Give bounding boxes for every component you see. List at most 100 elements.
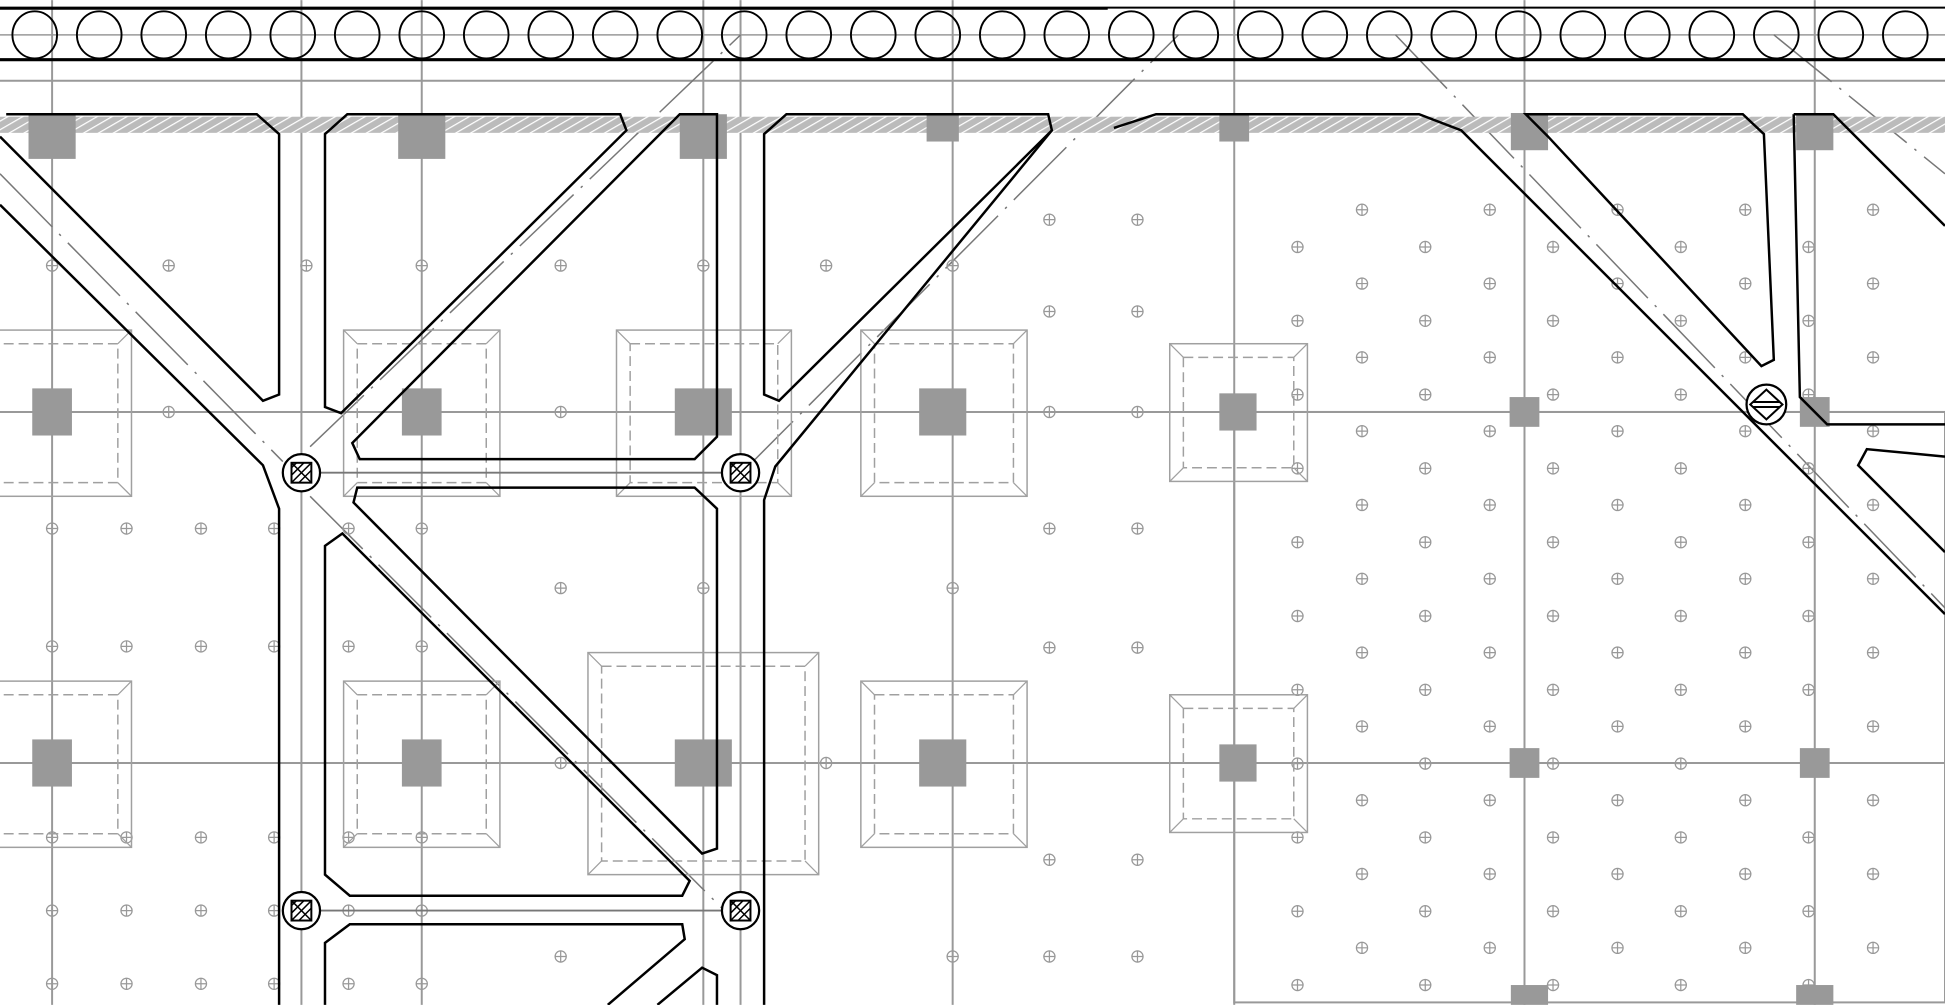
pile-marker-icon xyxy=(1483,646,1496,659)
column xyxy=(1219,393,1257,431)
pile-marker-icon xyxy=(1611,720,1624,733)
pile-marker-icon xyxy=(1802,609,1815,623)
pile-marker-icon xyxy=(1355,351,1369,364)
pile-marker-icon xyxy=(1043,405,1056,419)
pile-marker-icon xyxy=(1611,572,1624,585)
footing-inner xyxy=(873,694,1015,835)
pile-marker-icon xyxy=(1483,720,1496,733)
pile-marker-icon xyxy=(1611,867,1624,881)
wall-outline xyxy=(323,113,628,415)
pile-marker-icon xyxy=(1611,941,1624,955)
wall-outline xyxy=(0,113,281,403)
pile-marker-icon xyxy=(1611,498,1624,512)
pile-marker-icon xyxy=(1419,978,1432,992)
pile-marker-icon xyxy=(1483,794,1496,807)
column xyxy=(1219,744,1257,782)
hollow-core-icon xyxy=(1430,10,1478,60)
pile-marker-icon xyxy=(1546,609,1560,623)
wall-outlines xyxy=(0,113,1945,1005)
footing-corner xyxy=(117,329,132,497)
pile-marker-icon xyxy=(946,259,959,272)
pile-marker-icon xyxy=(1355,794,1369,807)
pile-marker-icon xyxy=(1866,351,1880,364)
pile-marker-icon xyxy=(1291,978,1304,992)
hollow-core-icon xyxy=(1624,10,1671,60)
pile-marker-icon xyxy=(1674,240,1687,254)
pile-marker-icon xyxy=(1546,831,1560,844)
hollow-core-icon xyxy=(656,10,704,60)
pile-marker-icon xyxy=(1802,905,1815,918)
pile-marker-icon xyxy=(1291,905,1304,918)
centerline xyxy=(740,34,1179,475)
wall-outline xyxy=(762,113,1054,403)
pile-marker-icon xyxy=(1291,609,1304,623)
pile-marker-icon xyxy=(946,581,959,595)
pile-marker-icon xyxy=(1419,609,1432,623)
pile-marker-icon xyxy=(1674,314,1687,327)
column-marker-icon xyxy=(281,453,322,493)
pile-marker-icon xyxy=(194,522,208,535)
footing-corner xyxy=(343,680,501,848)
column xyxy=(1796,113,1834,151)
footing-corner xyxy=(860,680,1028,848)
pile-marker-icon xyxy=(162,259,175,272)
pile-marker-icon xyxy=(1739,867,1752,881)
hollow-core-icon xyxy=(1817,10,1865,60)
pile-marker-icon xyxy=(1866,720,1880,733)
pile-marker-icon xyxy=(1355,203,1369,216)
hollow-core-icon xyxy=(140,10,187,60)
pile-marker-icon xyxy=(1866,867,1880,881)
column xyxy=(1510,985,1549,1005)
pile-marker-icon xyxy=(120,831,133,844)
footing-corner xyxy=(1169,343,1308,482)
footing-outline xyxy=(0,329,133,498)
pile-marker-icon xyxy=(1739,720,1752,733)
pile-marker-icon xyxy=(415,640,428,653)
footing-inner xyxy=(356,694,487,835)
pile-marker-icon xyxy=(120,977,133,990)
pile-marker-icon xyxy=(1611,646,1624,659)
pile-marker-icon xyxy=(1674,609,1687,623)
pile-marker-icon xyxy=(300,259,313,272)
column xyxy=(1509,748,1540,778)
pile-marker-icon xyxy=(1546,388,1560,401)
pile-marker-icon xyxy=(194,904,208,917)
footing-inner xyxy=(629,342,779,484)
pile-marker-icon xyxy=(554,581,567,595)
pile-marker-icon xyxy=(1546,905,1560,918)
pile-marker-icon xyxy=(342,522,355,535)
hollow-core-icon xyxy=(721,10,768,60)
wall-outline xyxy=(0,203,281,1005)
pile-marker-icon xyxy=(342,831,355,844)
columns xyxy=(28,113,1834,1005)
footing-inner xyxy=(0,694,119,835)
column xyxy=(28,114,76,159)
pile-marker-icon xyxy=(120,522,133,535)
column xyxy=(32,388,72,436)
column-markers xyxy=(281,383,1788,931)
pile-marker-icon xyxy=(697,259,710,272)
pile-marker-icon xyxy=(1802,240,1815,254)
pile-marker-icon xyxy=(1546,978,1560,992)
pile-marker-icon xyxy=(1611,794,1624,807)
boundary-line xyxy=(1233,410,1945,1004)
column xyxy=(1799,748,1830,778)
pile-marker-icon xyxy=(697,581,710,595)
centerline xyxy=(0,173,284,463)
hollow-core-icon xyxy=(1301,10,1349,60)
pile-marker-icon xyxy=(1866,572,1880,585)
footing-inner xyxy=(1182,356,1295,469)
pile-marker-icon xyxy=(1291,388,1304,401)
hollow-core-icon xyxy=(1688,10,1736,60)
footing-inner xyxy=(356,342,487,484)
pile-marker-icon xyxy=(1355,867,1369,881)
pile-marker-icon xyxy=(1739,498,1752,512)
pile-marker-icon xyxy=(1043,305,1056,318)
pile-marker-icon xyxy=(1739,646,1752,659)
pile-marker-icon xyxy=(1419,757,1432,770)
column xyxy=(679,114,727,159)
pile-marker-icon xyxy=(819,259,833,272)
hollow-core-icon xyxy=(1043,10,1091,60)
pile-marker-icon xyxy=(120,640,133,653)
